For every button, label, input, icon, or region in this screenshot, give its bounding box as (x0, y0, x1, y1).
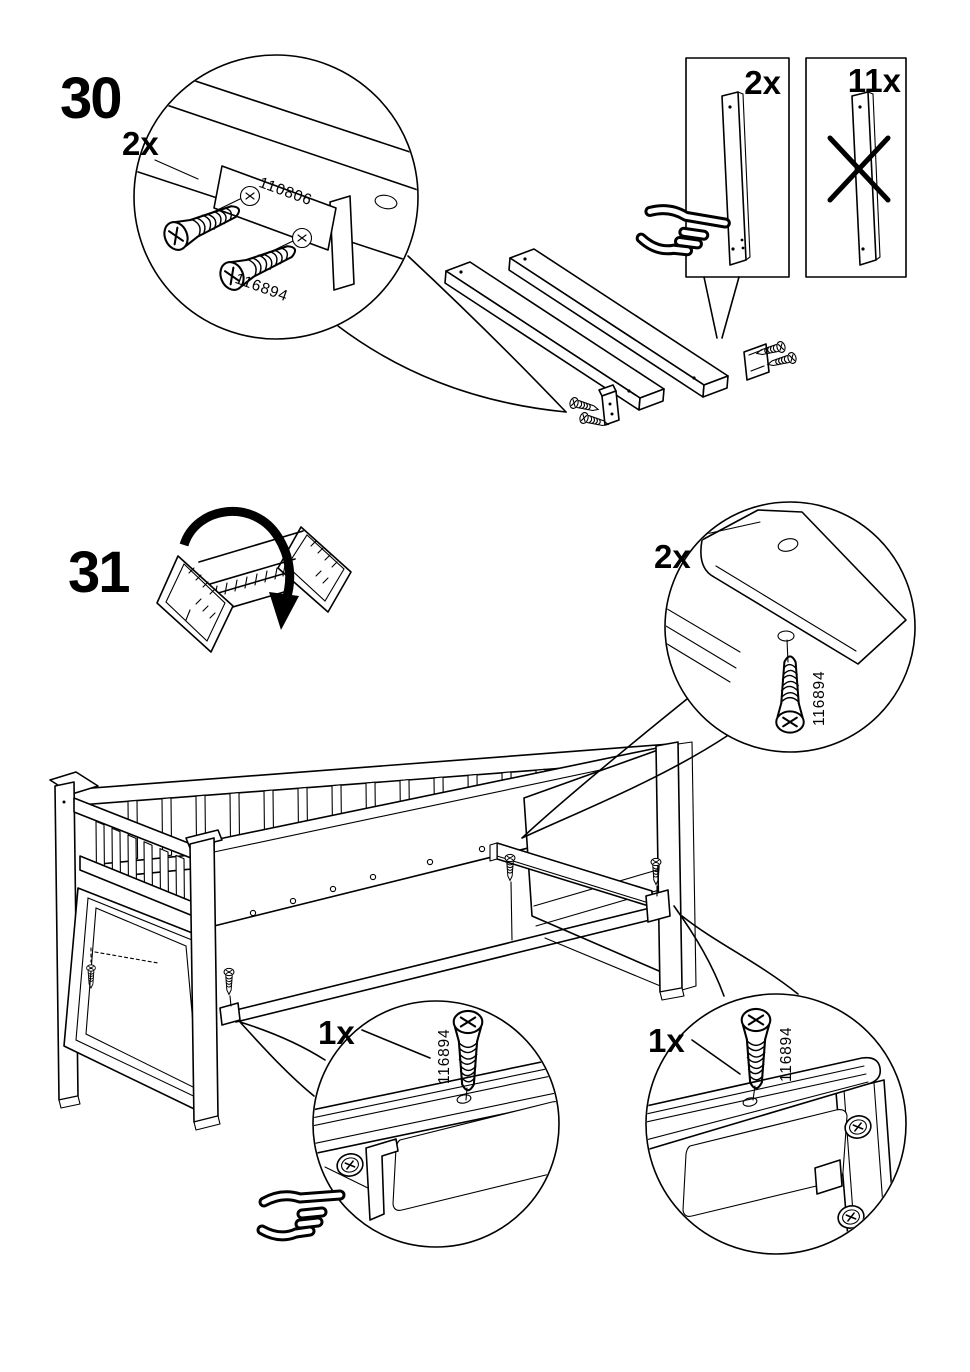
qty-label: 2x (744, 64, 781, 101)
rail-section (314, 1055, 558, 1155)
part-number: 116894 (436, 1029, 453, 1084)
label-pointer-line (691, 1039, 741, 1075)
screw-icon (223, 967, 235, 995)
bracket-icon (743, 343, 770, 381)
qty-label: 11x (848, 62, 902, 99)
qty-label: 1x (318, 1014, 355, 1051)
slat-icon (851, 91, 877, 266)
flip-over-arrow-icon (179, 506, 295, 602)
dowel-hole (777, 538, 799, 552)
step30-slats (444, 248, 798, 431)
option-box (685, 57, 790, 278)
callout-tail-line (407, 255, 567, 413)
bracket-hole (291, 227, 313, 249)
label-pointer-line (361, 1029, 431, 1059)
qty-label: 2x (122, 125, 159, 162)
step30-detail-circle: 2x 110806 116894 (122, 54, 567, 413)
screw-icon (765, 351, 798, 371)
bed-post (655, 741, 683, 993)
magnifier-detail-circle (133, 54, 419, 340)
qty-label: 2x (654, 538, 691, 575)
screw-icon (504, 853, 516, 881)
bracket-icon (814, 1159, 843, 1195)
rail-end-cap (329, 195, 355, 291)
rail-holes (249, 845, 486, 917)
rail-section (647, 1056, 882, 1151)
callout-tail-line (337, 325, 567, 413)
dowel-hole (374, 194, 398, 210)
part-number: 116894 (811, 671, 828, 726)
bed-post (189, 837, 219, 1123)
hand-point-icon (262, 1195, 340, 1236)
part-number: 116894 (778, 1027, 795, 1082)
slat-rail (235, 907, 651, 1023)
step-30-number: 30 (60, 66, 121, 131)
arrowhead (269, 592, 299, 630)
callout-tail-line (239, 1021, 326, 1097)
step-31-number: 31 (68, 540, 129, 605)
bracket-icon (219, 1002, 241, 1026)
bracket-icon (645, 889, 671, 923)
qty-label: 1x (648, 1022, 685, 1059)
part-number: 116894 (233, 270, 291, 305)
step30-discard-box: 11x (805, 57, 907, 278)
option-box (805, 57, 907, 278)
step31-corner-detail: 116894 2x (521, 501, 916, 839)
bracket-icon (365, 1138, 399, 1221)
bed-frame-drawing (49, 741, 697, 1131)
callout-tail-line (521, 698, 728, 839)
step31-left-detail: 116894 1x (239, 1000, 560, 1248)
corner-board (700, 509, 907, 665)
step30-keep-box: 2x (640, 57, 790, 339)
hand-point-icon (640, 204, 726, 263)
step31-flip-diagram (156, 506, 352, 653)
cross-out-icon (827, 135, 891, 203)
callout-pointer (703, 276, 740, 339)
callout-tail-line (673, 905, 799, 997)
